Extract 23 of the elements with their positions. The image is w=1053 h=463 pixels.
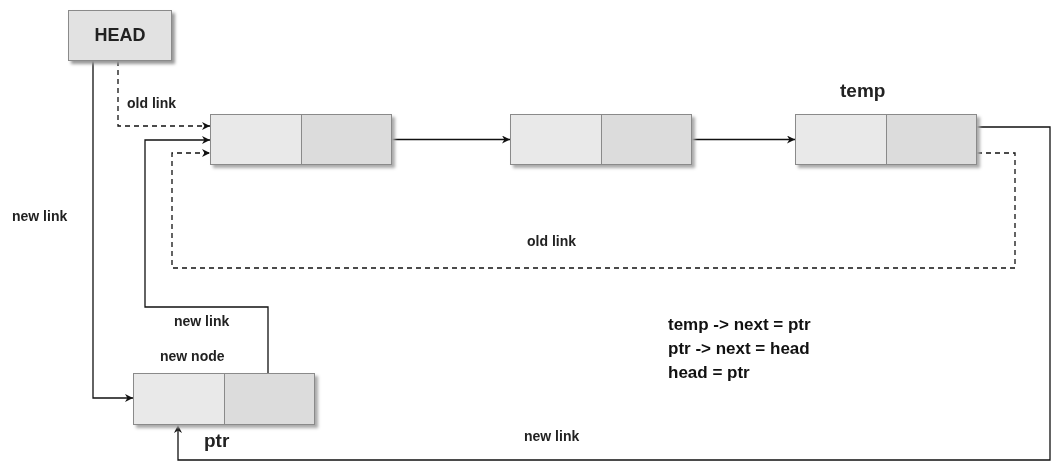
list-node-box [510, 114, 692, 165]
node-caption: temp [840, 80, 886, 102]
edge-label: new link [172, 313, 232, 329]
edge-label: old link [125, 95, 178, 111]
arrow [144, 136, 269, 374]
code-statement: head = ptr [668, 363, 750, 383]
edge-label: new link [10, 208, 70, 224]
arrow [171, 149, 1016, 269]
edge-label: new link [522, 428, 582, 444]
head-box: HEAD [68, 10, 172, 61]
node-caption: ptr [204, 430, 230, 452]
arrow [391, 135, 511, 144]
arrow [174, 126, 1051, 461]
arrow [691, 135, 796, 144]
list-node-box [210, 114, 392, 165]
list-node-box [795, 114, 977, 165]
code-statement: ptr -> next = head [668, 339, 810, 359]
code-statement: temp -> next = ptr [668, 315, 811, 335]
arrow [117, 60, 211, 130]
node-caption: new node [160, 348, 225, 364]
arrow [92, 60, 134, 402]
list-node-box [133, 373, 315, 425]
edge-label: old link [525, 233, 578, 249]
